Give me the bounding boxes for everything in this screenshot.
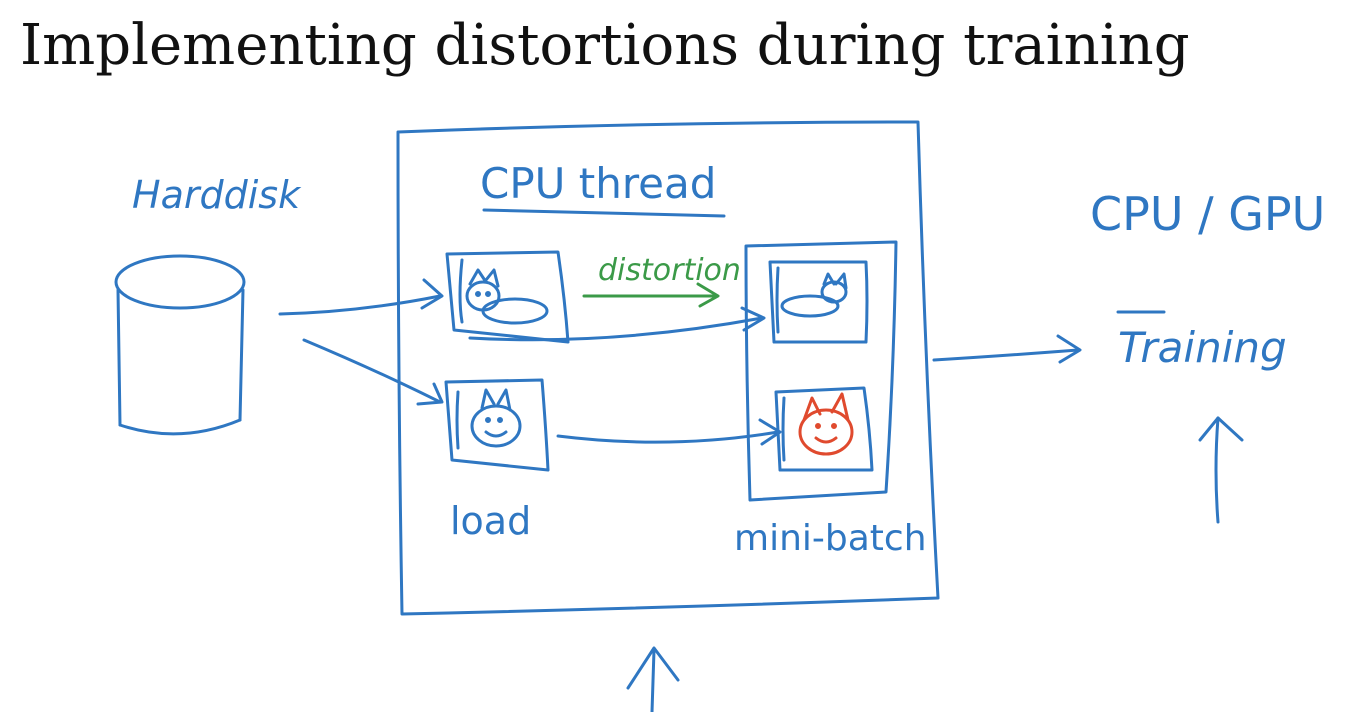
training-label: Training [1118,323,1287,372]
arrow-harddisk-to-image-2-head [416,382,444,406]
load-label: load [450,499,531,543]
cpu-thread-box [396,120,940,616]
arrow-up-cpu-thread [650,648,656,712]
page-title: Implementing distortions during training [20,13,1190,78]
cpu-thread-label: CPU thread [480,159,716,208]
arrow-image-2-to-batch-head [758,418,782,446]
mini-batch-box [744,240,898,502]
cat-image-icon [445,250,570,344]
arrow-up-training-head [1198,416,1244,442]
arrow-image-1-to-batch-head [740,306,766,332]
cat-image-icon [444,378,550,472]
arrow-harddisk-to-image-1 [278,294,442,316]
distortion-label: distortion [598,253,741,288]
arrow-image-1-to-batch [468,316,764,342]
cat-image-icon [774,386,874,472]
arrow-batch-to-training-head [1056,334,1082,364]
arrow-up-cpu-thread-head [626,646,680,690]
harddisk-label: Harddisk [132,173,302,217]
arrow-harddisk-to-image-2 [302,338,442,404]
arrow-batch-to-training [932,348,1080,362]
arrow-harddisk-to-image-1-head [420,278,444,310]
cat-image-icon [798,392,854,456]
cat-image-icon [768,260,869,344]
cpu-thread-underline [482,208,726,218]
mini-batch-label: mini-batch [734,518,927,559]
harddisk-cylinder-icon [114,254,246,436]
arrow-image-2-to-batch [556,430,780,444]
cpu-gpu-label: CPU / GPU [1090,187,1325,241]
distortion-arrow-head [696,282,720,308]
arrow-up-training [1214,416,1220,524]
